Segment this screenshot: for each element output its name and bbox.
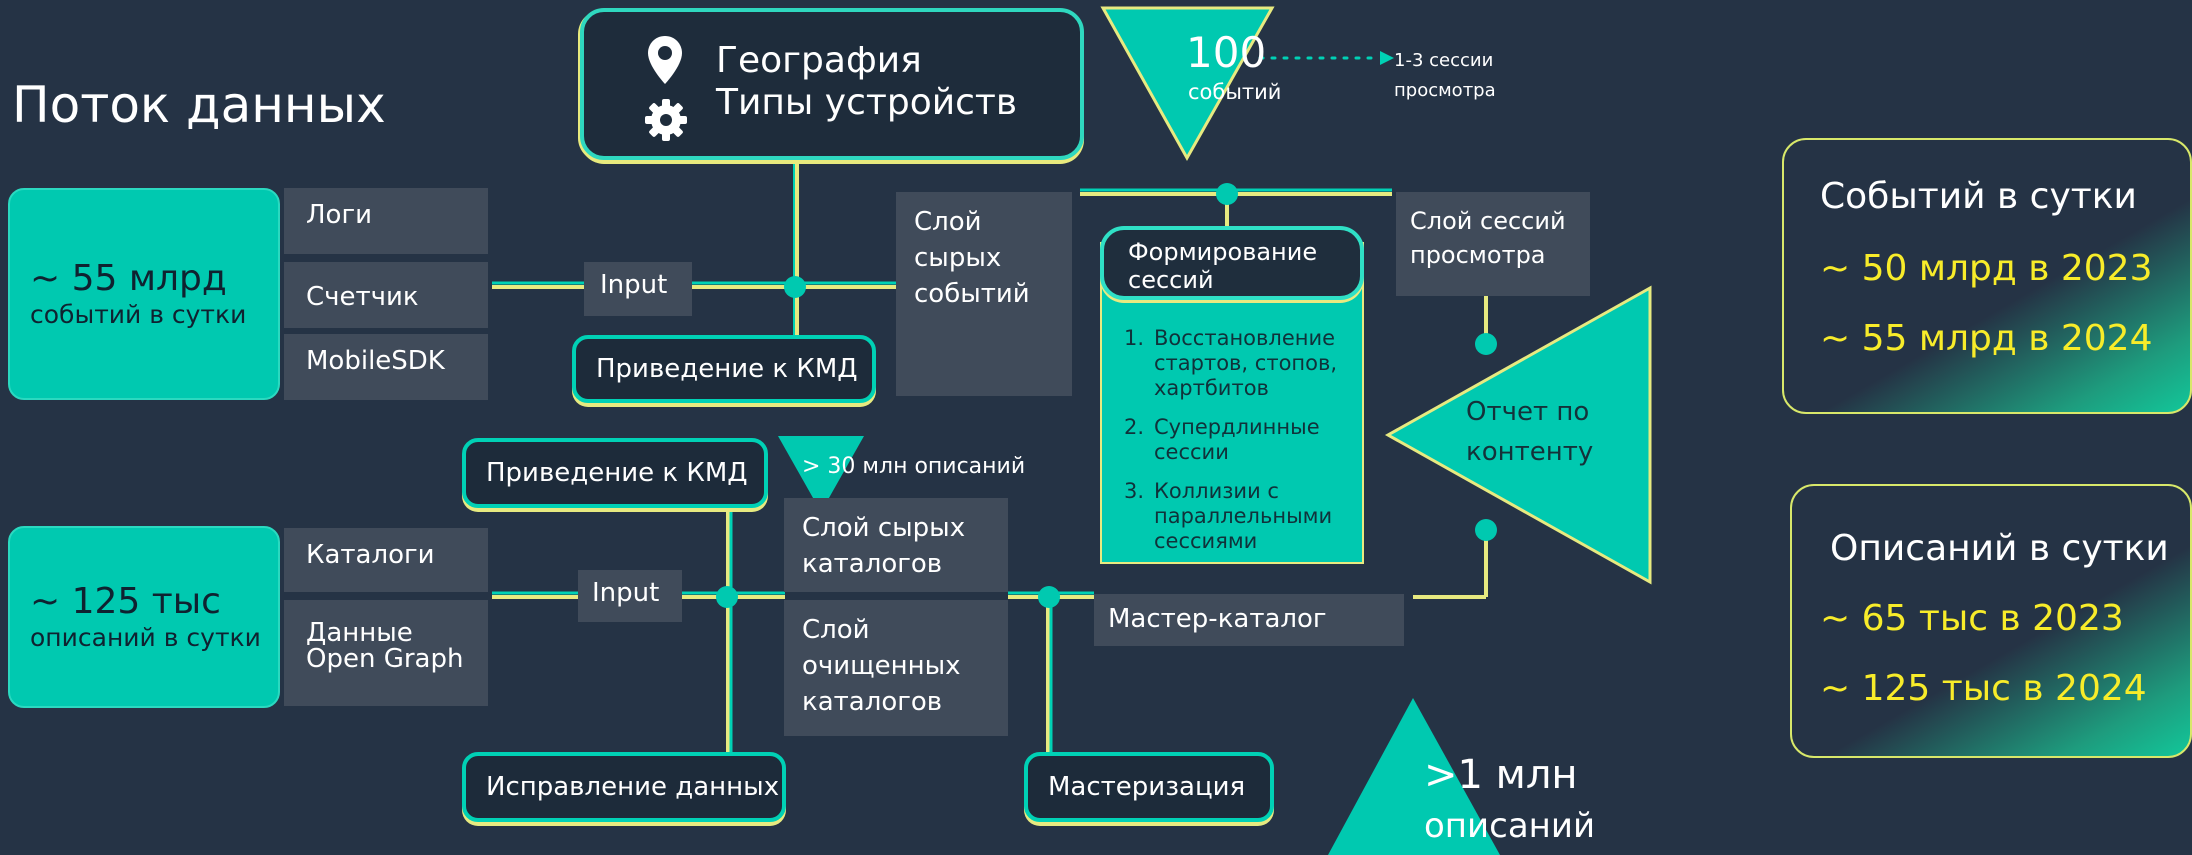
geo-line-2: Типы устройств: [716, 82, 1018, 123]
events-source-value: ~ 55 млрд: [30, 258, 227, 299]
list-item: 2. Супердлинные сессии: [1124, 415, 1360, 465]
sessions-note-line-1: 1-3 сессии: [1394, 50, 1494, 71]
kmd-bottom-box: Приведение к КМД: [462, 438, 768, 508]
clean-catalogs-line-1: Слой: [802, 615, 870, 645]
junction-dot: [1216, 183, 1238, 205]
master-catalog: Мастер-каталог: [1094, 594, 1404, 646]
list-item: 1. Восстановление стартов, стопов, хартб…: [1124, 326, 1360, 401]
junction-dot: [1475, 519, 1497, 541]
input-open-graph: Данные Open Graph: [284, 600, 488, 706]
content-report-line-1: Отчет по: [1466, 397, 1590, 427]
stats-descriptions-card: Описаний в сутки ~ 65 тыс в 2023 ~ 125 т…: [1790, 484, 2192, 758]
raw-events-line-1: Слой: [914, 207, 982, 237]
junction-dot: [1038, 586, 1060, 608]
clean-catalogs-layer: Слой очищенных каталогов: [784, 600, 1008, 736]
stats-descriptions-2023: ~ 65 тыс в 2023: [1820, 598, 2124, 639]
stats-events-card: Событий в сутки ~ 50 млрд в 2023 ~ 55 мл…: [1782, 138, 2192, 414]
over-30m-label: > 30 млн описаний: [802, 454, 1026, 479]
data-fix-box: Исправление данных: [462, 752, 786, 822]
junction-dot: [1475, 333, 1497, 355]
events-source-caption: событий в сутки: [30, 300, 247, 329]
stats-descriptions-2024: ~ 125 тыс в 2024: [1820, 668, 2147, 709]
session-forming-title-line-2: сессий: [1128, 266, 1214, 294]
list-item-number: 1.: [1124, 326, 1145, 350]
stats-events-header: Событий в сутки: [1820, 176, 2137, 217]
session-layer-line-2: просмотра: [1410, 241, 1546, 269]
content-report-label: Отчет по контенту: [1466, 392, 1593, 472]
triangle-1m: [1328, 698, 1500, 855]
list-item-text: Восстановление стартов, стопов, хартбито…: [1154, 326, 1338, 400]
clean-catalogs-line-3: каталогов: [802, 687, 943, 717]
kmd-top-box: Приведение к КМД: [572, 335, 876, 403]
raw-events-line-3: событий: [914, 279, 1030, 309]
input-mobilesdk: MobileSDK: [284, 334, 488, 400]
input-label-catalogs: Input: [578, 570, 682, 622]
session-forming-title: Формирование сессий: [1100, 226, 1364, 300]
stats-descriptions-header: Описаний в сутки: [1830, 528, 2169, 569]
content-report-line-2: контенту: [1466, 437, 1594, 467]
input-label-events: Input: [584, 262, 692, 316]
raw-catalogs-layer: Слой сырых каталогов: [784, 498, 1008, 592]
raw-events-line-2: сырых: [914, 243, 1002, 273]
input-logs: Логи: [284, 188, 488, 254]
stats-events-2023: ~ 50 млрд в 2023: [1820, 248, 2153, 289]
raw-catalogs-line-1: Слой сырых: [802, 513, 966, 543]
triangle-content-report: [1384, 285, 1652, 585]
list-item-text: Супердлинные сессии: [1154, 415, 1320, 464]
open-graph-line-1: Данные: [306, 618, 413, 648]
descriptions-source-box: ~ 125 тыс описаний в сутки: [8, 526, 280, 708]
triangle-100-events: [1100, 6, 1275, 162]
sessions-note-line-2: просмотра: [1394, 80, 1496, 101]
junction-dot: [716, 586, 738, 608]
session-layer: Слой сессий просмотра: [1396, 192, 1590, 296]
session-forming-title-line-1: Формирование: [1128, 238, 1318, 266]
list-item-number: 2.: [1124, 415, 1145, 439]
input-counter: Счетчик: [284, 262, 488, 328]
geo-line-1: География: [716, 40, 922, 81]
descriptions-source-caption: описаний в сутки: [30, 623, 261, 652]
over-1m-value: >1 млн: [1424, 752, 1578, 798]
list-item-number: 3.: [1124, 479, 1145, 503]
junction-dot: [784, 276, 806, 298]
raw-events-layer: Слой сырых событий: [896, 192, 1072, 396]
counter-100-value: 100: [1186, 28, 1267, 77]
geo-device-box: География Типы устройств: [580, 8, 1084, 160]
counter-100-label: событий: [1188, 80, 1282, 104]
list-item: 3. Коллизии с параллельными сессиями: [1124, 479, 1360, 554]
session-layer-line-1: Слой сессий: [1410, 207, 1566, 235]
list-item-text: Коллизии с параллельными сессиями: [1154, 479, 1333, 553]
raw-catalogs-line-2: каталогов: [802, 549, 943, 579]
session-forming-list: 1. Восстановление стартов, стопов, хартб…: [1124, 326, 1360, 568]
triangle-30m: [778, 436, 864, 512]
map-pin-icon: [648, 36, 682, 84]
events-source-box: ~ 55 млрд событий в сутки: [8, 188, 280, 400]
open-graph-line-2: Open Graph: [306, 644, 464, 674]
gear-icon: [645, 99, 687, 141]
stats-events-2024: ~ 55 млрд в 2024: [1820, 318, 2153, 359]
mastering-box: Мастеризация: [1024, 752, 1274, 822]
input-catalogs: Каталоги: [284, 528, 488, 592]
descriptions-source-value: ~ 125 тыс: [30, 581, 221, 622]
clean-catalogs-line-2: очищенных: [802, 651, 961, 681]
over-1m-label: описаний: [1424, 806, 1596, 846]
page-title: Поток данных: [12, 76, 386, 134]
